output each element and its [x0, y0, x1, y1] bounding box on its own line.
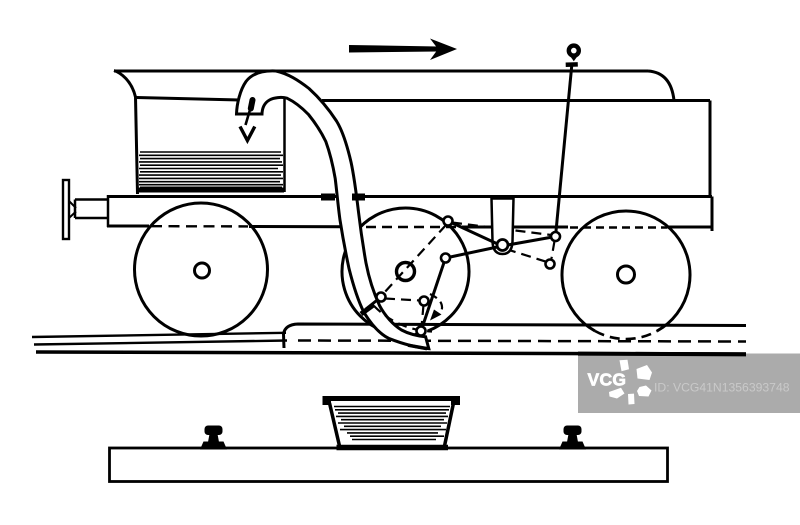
svg-text:ID: VCG41N1356393748: ID: VCG41N1356393748 [654, 381, 790, 395]
svg-text:VCG: VCG [588, 370, 627, 390]
